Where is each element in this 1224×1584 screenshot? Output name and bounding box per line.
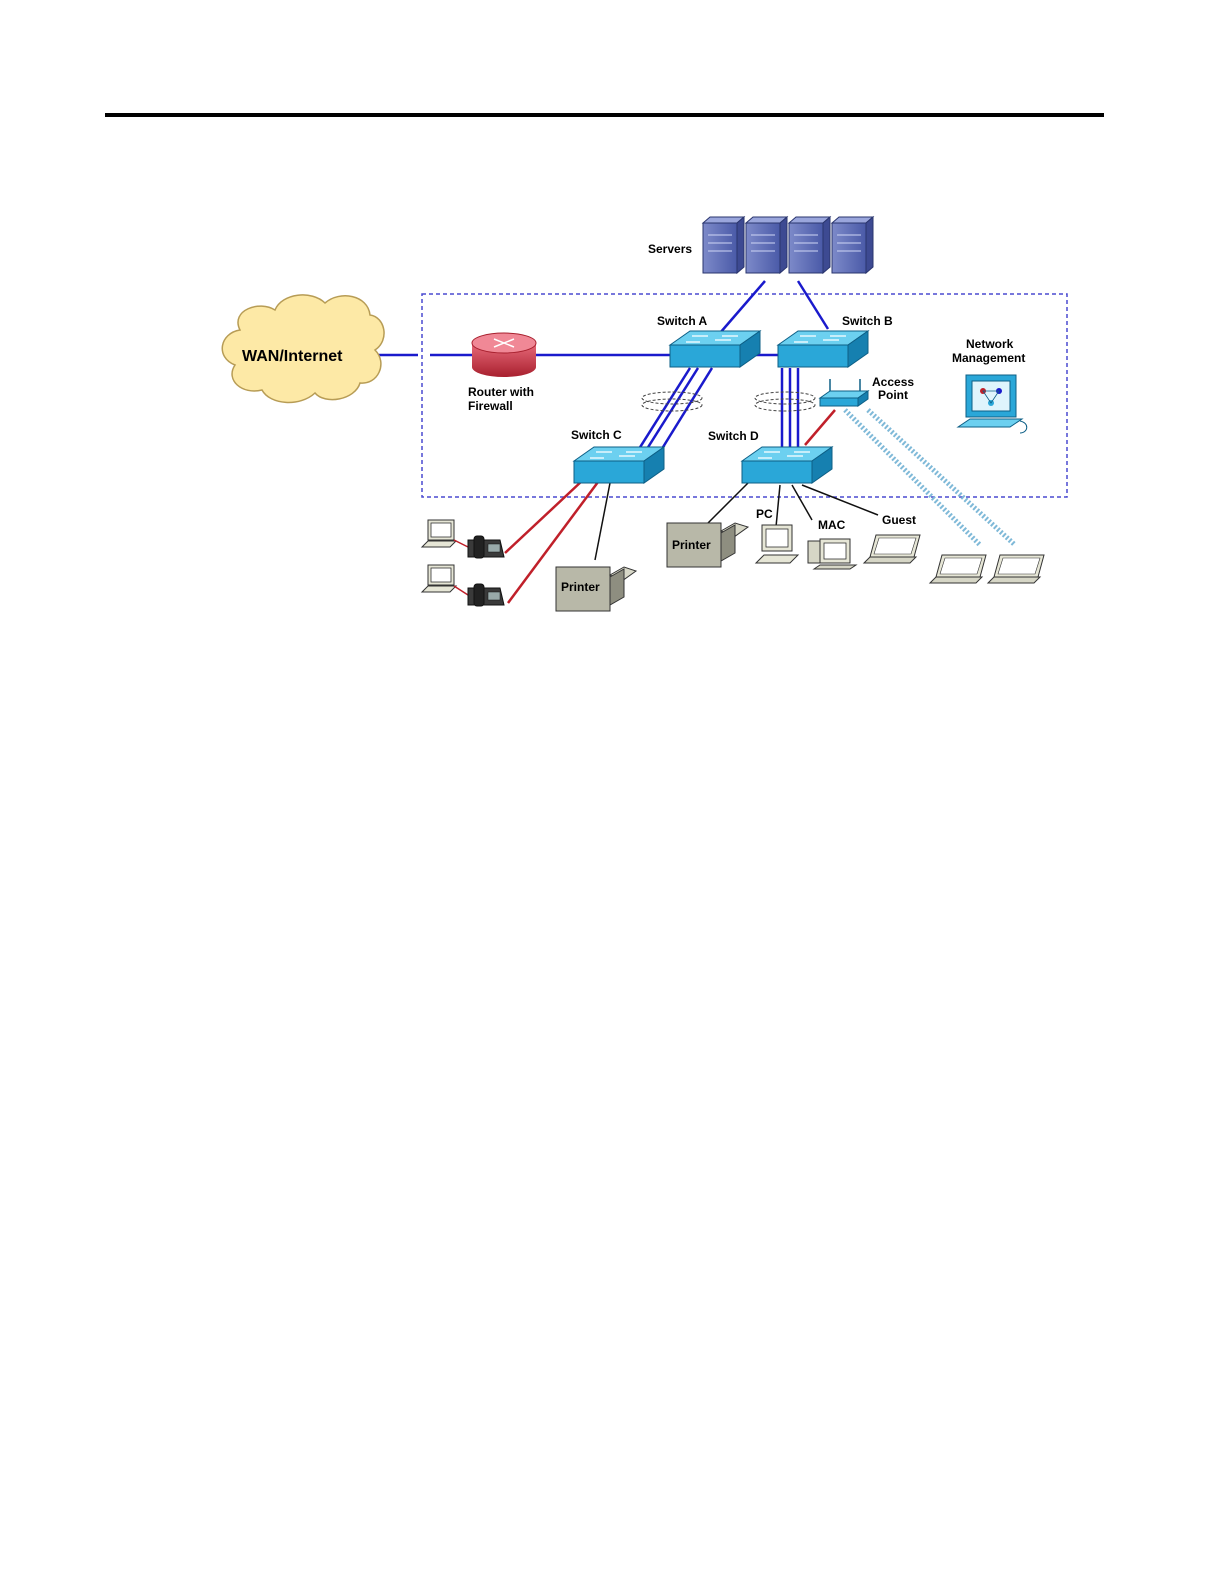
link-switch-d-mac <box>792 485 812 520</box>
network-mgmt-label-line2: Management <box>952 351 1025 365</box>
wireless-laptop-icon-2 <box>988 555 1044 583</box>
ip-phone-icon-left-2 <box>454 584 504 606</box>
etherchannel-oval-right <box>755 392 815 411</box>
network-mgmt-label-line1: Network <box>966 337 1014 351</box>
link-switch-a-switch-c-2 <box>640 368 698 460</box>
ap-label-line2: Point <box>878 388 908 402</box>
link-switch-a-switch-c-1 <box>632 368 690 460</box>
switch-d-label: Switch D <box>708 429 759 443</box>
mac-label: MAC <box>818 518 846 532</box>
printer-left-label: Printer <box>561 580 600 594</box>
servers-label: Servers <box>648 242 692 256</box>
guest-label: Guest <box>882 513 916 527</box>
mac-icon <box>808 539 856 569</box>
access-point-icon <box>820 379 868 406</box>
pc-icon <box>756 525 798 563</box>
top-rule <box>105 113 1104 117</box>
server-icon-3 <box>789 217 830 273</box>
link-switch-a-switch-c-3 <box>655 368 712 460</box>
server-icon-4 <box>832 217 873 273</box>
link-switch-c-printer <box>595 483 610 560</box>
network-diagram: WAN/Internet Router with Firewall <box>200 205 1070 625</box>
router-label-line1: Router with <box>468 385 534 399</box>
link-switch-d-printer <box>708 483 748 523</box>
network-management-workstation-icon <box>958 375 1027 433</box>
link-servers-switch-b <box>798 281 828 329</box>
switch-c-icon <box>574 447 664 483</box>
link-switch-d-pc <box>776 485 780 527</box>
link-ap-switch-d <box>805 410 835 445</box>
link-servers-switch-a <box>720 281 765 333</box>
pc-label: PC <box>756 507 773 521</box>
switch-a-icon <box>670 331 760 367</box>
network-diagram-svg: WAN/Internet Router with Firewall <box>200 205 1070 625</box>
switch-c-label: Switch C <box>571 428 622 442</box>
router-label-line2: Firewall <box>468 399 513 413</box>
wireless-laptop-icon-1 <box>930 555 986 583</box>
server-icon-1 <box>703 217 744 273</box>
printer-right-label: Printer <box>672 538 711 552</box>
ip-phone-icon-left-1 <box>454 536 504 558</box>
ap-label-line1: Access <box>872 375 914 389</box>
wan-label: WAN/Internet <box>242 348 343 365</box>
switch-b-label: Switch B <box>842 314 893 328</box>
switch-b-icon <box>778 331 868 367</box>
link-switch-d-guest <box>802 485 878 515</box>
switch-d-icon <box>742 447 832 483</box>
switch-a-label: Switch A <box>657 314 708 328</box>
router-icon <box>472 333 536 377</box>
guest-laptop-icon <box>864 535 920 563</box>
pc-icon-left-1 <box>422 520 456 547</box>
server-icon-2 <box>746 217 787 273</box>
pc-icon-left-2 <box>422 565 456 592</box>
